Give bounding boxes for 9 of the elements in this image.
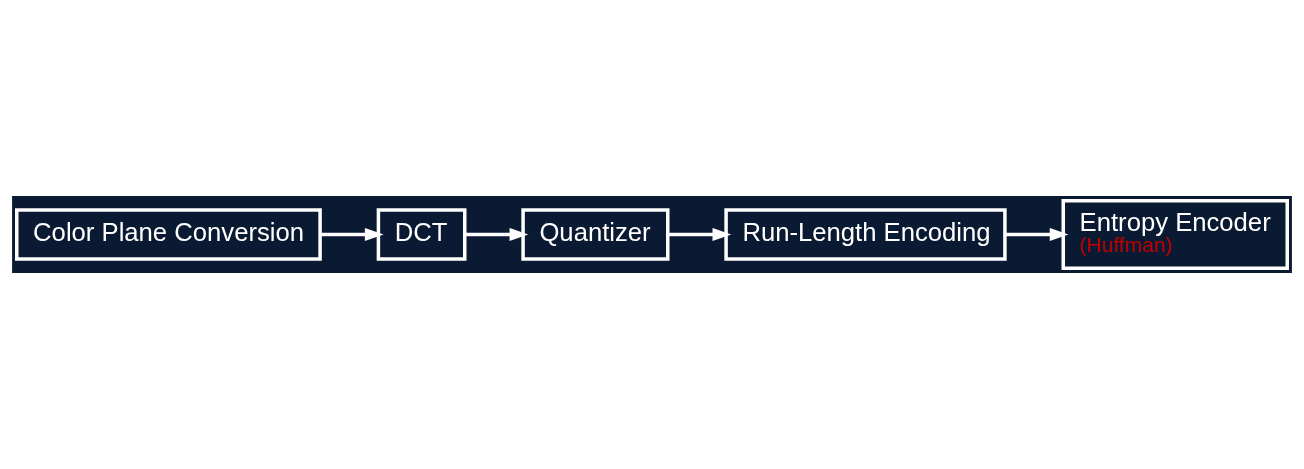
node-box: Run-Length Encoding: [724, 208, 1007, 261]
arrow: [1005, 227, 1069, 242]
node-box: DCT: [376, 208, 467, 261]
node-box: Quantizer: [521, 208, 670, 261]
node-box: Entropy Encoder (Huffman): [1061, 198, 1289, 271]
arrow: [320, 227, 384, 242]
node-box: Color Plane Conversion: [15, 208, 322, 261]
arrow: [465, 227, 529, 242]
arrow: [668, 227, 732, 242]
